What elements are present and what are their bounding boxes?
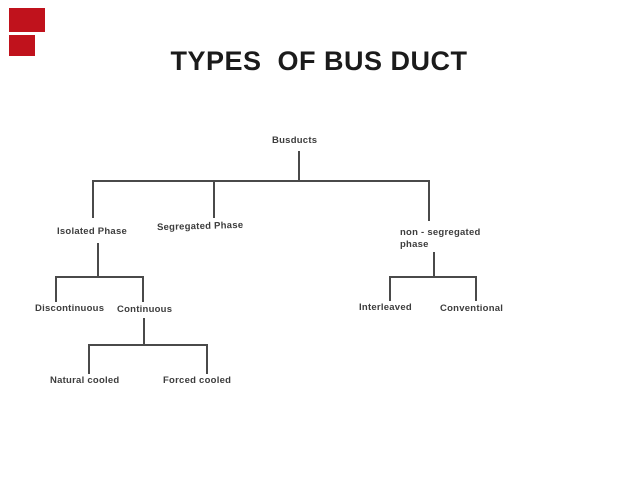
connector-main-horizontal <box>92 180 430 182</box>
node-non-segregated-line1: non - segregated <box>400 227 481 238</box>
node-interleaved: Interleaved <box>359 302 412 313</box>
connector-continuous-down <box>143 318 145 344</box>
page-title: TYPES OF BUS DUCT <box>170 46 468 76</box>
connector-nonsegregated-drop <box>428 180 430 221</box>
node-non-segregated-line2: phase <box>400 239 429 250</box>
connector-conventional-tick <box>475 276 477 301</box>
node-continuous: Continuous <box>117 304 173 315</box>
connector-nonsegregated-down <box>433 252 435 276</box>
connector-continuous-tick <box>142 276 144 302</box>
node-isolated-phase: Isolated Phase <box>57 226 128 237</box>
node-non-segregated-phase: non - segregated phase <box>400 227 490 251</box>
node-conventional: Conventional <box>440 303 504 314</box>
node-forced-cooled: Forced cooled <box>163 375 232 386</box>
connector-forced-tick <box>206 344 208 374</box>
red-mark-small <box>9 35 35 56</box>
connector-isolated-down <box>97 243 99 276</box>
connector-segregated-drop <box>213 180 215 218</box>
connector-discontinuous-tick <box>55 276 57 302</box>
red-mark-large <box>9 8 45 32</box>
connector-bottom-horizontal <box>88 344 208 346</box>
node-natural-cooled: Natural cooled <box>50 375 120 386</box>
connector-natural-tick <box>88 344 90 374</box>
connector-isolated-drop <box>92 180 94 218</box>
connector-left-horizontal <box>55 276 144 278</box>
node-discontinuous: Discontinuous <box>35 303 105 314</box>
connector-root-drop <box>298 151 300 180</box>
connector-interleaved-tick <box>389 276 391 301</box>
node-busducts: Busducts <box>272 135 318 146</box>
node-segregated-phase: Segregated Phase <box>156 219 244 234</box>
connector-right-horizontal <box>389 276 477 278</box>
